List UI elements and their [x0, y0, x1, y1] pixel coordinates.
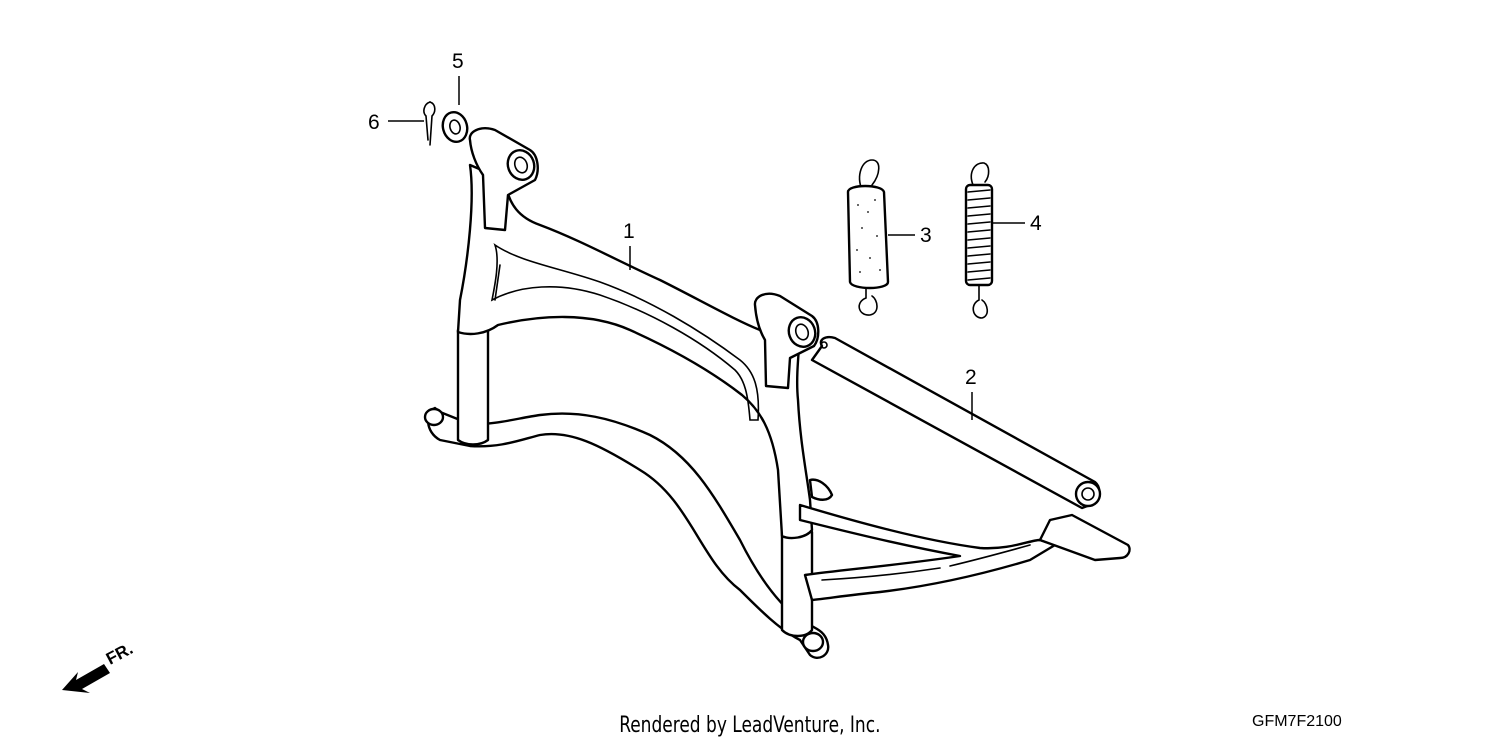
- callout-1: 1: [623, 220, 635, 243]
- front-arrow-icon: [62, 664, 110, 693]
- footer-credit: Rendered by LeadVenture, Inc.: [619, 713, 881, 738]
- callout-6: 6: [368, 111, 380, 134]
- front-label: FR.: [103, 639, 136, 669]
- diagram-code: GFM7F2100: [1252, 713, 1342, 730]
- callout-2: 2: [965, 366, 977, 389]
- front-direction-indicator: FR.: [62, 639, 136, 693]
- open-spring: [964, 162, 994, 319]
- callout-3: 3: [920, 224, 932, 247]
- covered-spring: [846, 159, 890, 316]
- callout-5: 5: [452, 50, 464, 73]
- cotter-pin: [423, 101, 436, 146]
- washer: [441, 110, 469, 144]
- main-stand: [423, 127, 1131, 659]
- stand-shaft: [810, 335, 1102, 510]
- callout-4: 4: [1030, 212, 1042, 235]
- callouts: 1 2 3 4 5 6: [368, 50, 1042, 420]
